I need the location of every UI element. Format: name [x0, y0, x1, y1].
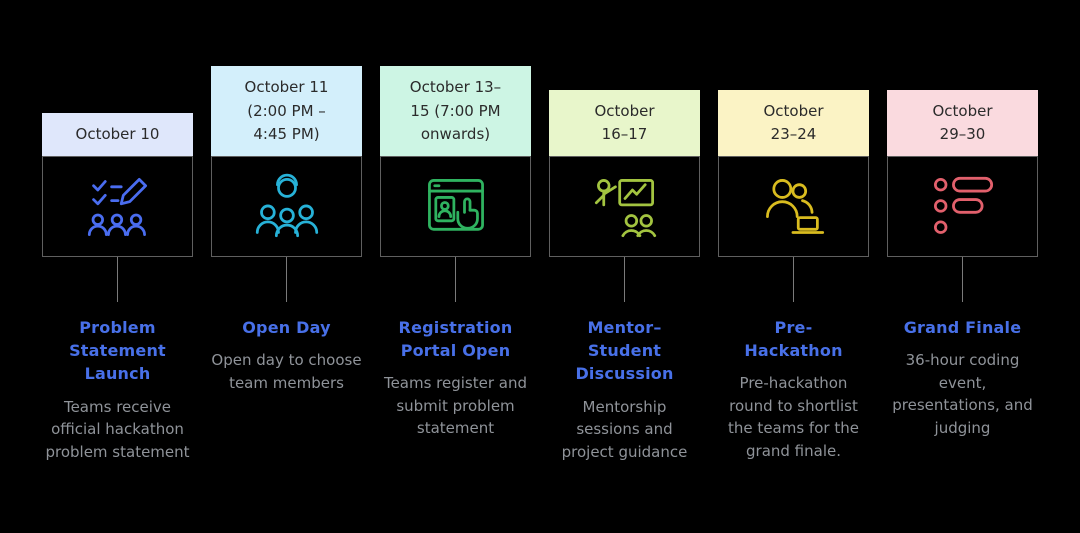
event-title: Grand Finale — [903, 318, 1022, 337]
column-registration-portal-open: October 13– 15 (7:00 PM onwards) Registr… — [380, 0, 531, 440]
event-title: Mentor– Student Discussion — [575, 318, 674, 384]
column-grand-finale: October 29–30 Grand Finale 36-hour codin… — [887, 0, 1038, 439]
event-card: October 10 — [42, 0, 193, 257]
checklist-pencil-people-icon — [87, 177, 147, 236]
event-description: Pre-hackathon round to shortlist the tea… — [728, 374, 859, 460]
icon-box — [549, 156, 700, 257]
column-problem-statement-launch: October 10 Problem Statement Laun — [42, 0, 193, 463]
team-laptop-icon — [765, 178, 824, 234]
connector-line — [962, 257, 963, 302]
people-group-icon — [255, 173, 318, 237]
event-description: Open day to choose team members — [211, 351, 362, 392]
connector-line — [117, 257, 118, 302]
agenda-list-icon — [933, 176, 993, 234]
event-title: Problem Statement Launch — [69, 318, 166, 384]
icon-box — [718, 156, 869, 257]
icon-box — [380, 156, 531, 257]
date-header: October 16–17 — [549, 89, 700, 156]
event-card: October 11 (2:00 PM – 4:45 PM) — [211, 0, 362, 257]
date-header: October 10 — [42, 112, 193, 156]
event-card: October 13– 15 (7:00 PM onwards) — [380, 0, 531, 257]
event-title: Registration Portal Open — [398, 318, 513, 361]
mentor-presentation-icon — [594, 178, 656, 237]
event-title: Open Day — [242, 318, 331, 337]
connector-line — [286, 257, 287, 302]
event-description: Teams register and submit problem statem… — [383, 374, 528, 438]
date-header: October 23–24 — [718, 89, 869, 156]
icon-box — [211, 156, 362, 257]
column-pre-hackathon: October 23–24 Pre- Hackathon Pre-hackath… — [718, 0, 869, 462]
event-description: Mentorship sessions and project guidance — [561, 397, 688, 461]
connector-line — [624, 257, 625, 302]
column-mentor-student-discussion: October 16–17 Mentor– Student Discussion — [549, 0, 700, 463]
connector-line — [455, 257, 456, 302]
registration-portal-icon — [427, 178, 484, 231]
date-header: October 29–30 — [887, 89, 1038, 156]
event-card: October 23–24 — [718, 0, 869, 257]
icon-box — [42, 156, 193, 257]
event-card: October 16–17 — [549, 0, 700, 257]
event-card: October 29–30 — [887, 0, 1038, 257]
event-description: 36-hour coding event, presentations, and… — [892, 351, 1033, 437]
column-open-day: October 11 (2:00 PM – 4:45 PM) Open Day … — [211, 0, 362, 394]
event-title: Pre- Hackathon — [744, 318, 843, 361]
icon-box — [887, 156, 1038, 257]
event-description: Teams receive official hackathon problem… — [45, 397, 190, 461]
date-header: October 13– 15 (7:00 PM onwards) — [380, 66, 531, 156]
date-header: October 11 (2:00 PM – 4:45 PM) — [211, 66, 362, 156]
connector-line — [793, 257, 794, 302]
